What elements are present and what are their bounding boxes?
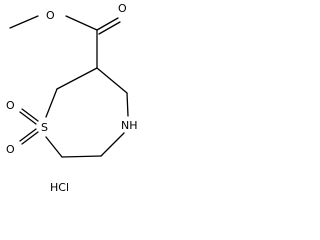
bond-sulfonyl-upper-b	[19, 111, 37, 125]
bond-carbonyl-double-a	[96, 17, 119, 31]
bond-ring-c2-s	[45, 136, 63, 158]
structure-canvas: O O NH S O O HCl	[0, 0, 151, 201]
bond-ring-c5-n	[126, 92, 129, 117]
bond-sulfonyl-lower-a	[21, 131, 39, 145]
bond-carbonyl-double-b	[98, 21, 121, 35]
bond-sulfonyl-lower-b	[19, 128, 37, 142]
salt-label: HCl	[50, 181, 69, 194]
atom-carbonyl-oxygen: O	[118, 2, 127, 15]
atom-sulfonyl-oxygen-lower: O	[6, 143, 15, 156]
bond-sulfonyl-upper-a	[21, 108, 39, 122]
bond-methyl-oxygen	[9, 15, 39, 29]
bond-oxygen-carbonyl	[65, 15, 98, 31]
bond-ring-c7-c6	[56, 67, 98, 90]
molecule-diagram: O O NH S O O HCl	[6, 2, 138, 194]
atom-ester-oxygen: O	[46, 9, 55, 22]
atom-amine: NH	[121, 119, 138, 132]
bond-ring-s-c7	[45, 88, 58, 118]
bond-ring-c6-c5	[96, 67, 128, 94]
bond-ring-n-c3	[100, 132, 125, 157]
bond-ring-c3-c2	[61, 155, 102, 158]
atom-sulfonyl-oxygen-upper: O	[6, 99, 15, 112]
atom-sulfur: S	[41, 121, 48, 134]
